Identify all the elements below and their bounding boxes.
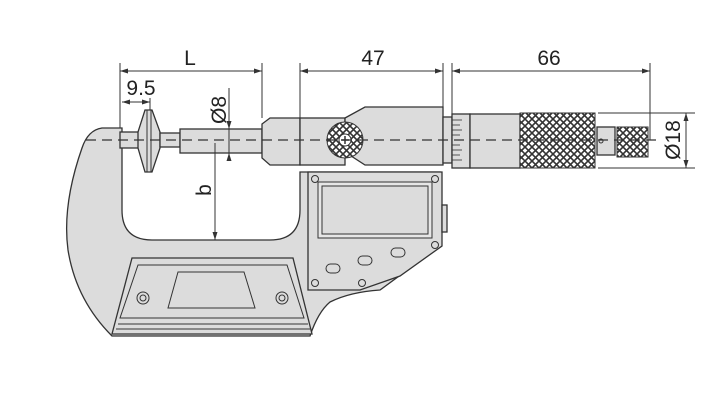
dim-head-length: 47 [361, 47, 384, 70]
spindle [179, 128, 263, 154]
dim-depth: b [193, 184, 216, 196]
dim-disc-offset: 9.5 [126, 77, 155, 100]
ratchet-stop [616, 126, 649, 158]
screw-icon [275, 291, 289, 305]
dim-L: L [184, 47, 196, 70]
screw-icon [136, 291, 150, 305]
dimension-lines [119, 63, 695, 240]
dim-thimble-diameter: Ø18 [662, 120, 685, 160]
side-button [441, 204, 448, 233]
disc-anvil [137, 109, 161, 173]
display-housing [307, 171, 448, 291]
dim-thimble-length: 66 [537, 47, 560, 70]
buttons [325, 247, 406, 274]
thimble [469, 113, 521, 169]
dim-spindle-diameter: Ø8 [208, 96, 231, 124]
arrowheads [120, 68, 689, 240]
grip-panel [111, 257, 313, 335]
